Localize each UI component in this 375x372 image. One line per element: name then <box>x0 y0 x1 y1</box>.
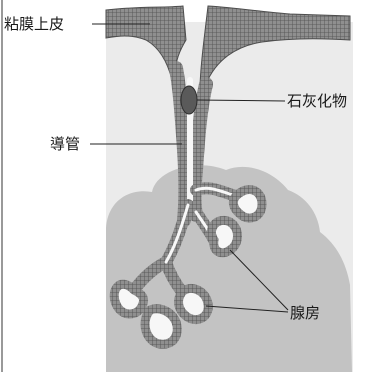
acinus-bottom <box>145 309 177 344</box>
label-mucosal-epithelium: 粘膜上皮 <box>4 15 64 33</box>
label-calcification: 石灰化物 <box>287 92 347 110</box>
calcification-stone <box>181 86 197 114</box>
label-duct: 導管 <box>50 135 80 153</box>
acinus-center-lower <box>179 288 209 319</box>
label-acinus: 腺房 <box>290 304 320 322</box>
acinus-right-middle <box>211 220 237 252</box>
acinus-left-lower <box>114 284 143 314</box>
acinus-right-upper <box>233 190 262 219</box>
